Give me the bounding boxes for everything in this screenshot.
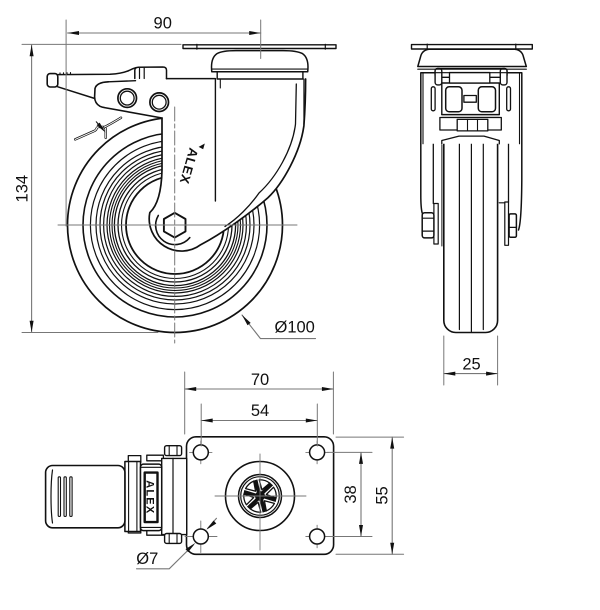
svg-text:Ø7: Ø7 <box>136 550 158 568</box>
svg-text:38: 38 <box>342 485 360 503</box>
svg-text:134: 134 <box>13 175 31 203</box>
svg-text:Ø100: Ø100 <box>275 319 315 337</box>
svg-text:70: 70 <box>251 371 269 389</box>
svg-text:25: 25 <box>462 355 480 373</box>
svg-text:55: 55 <box>374 486 392 504</box>
svg-text:54: 54 <box>251 402 269 420</box>
svg-text:ALEX: ALEX <box>144 480 156 514</box>
svg-text:90: 90 <box>154 14 172 32</box>
